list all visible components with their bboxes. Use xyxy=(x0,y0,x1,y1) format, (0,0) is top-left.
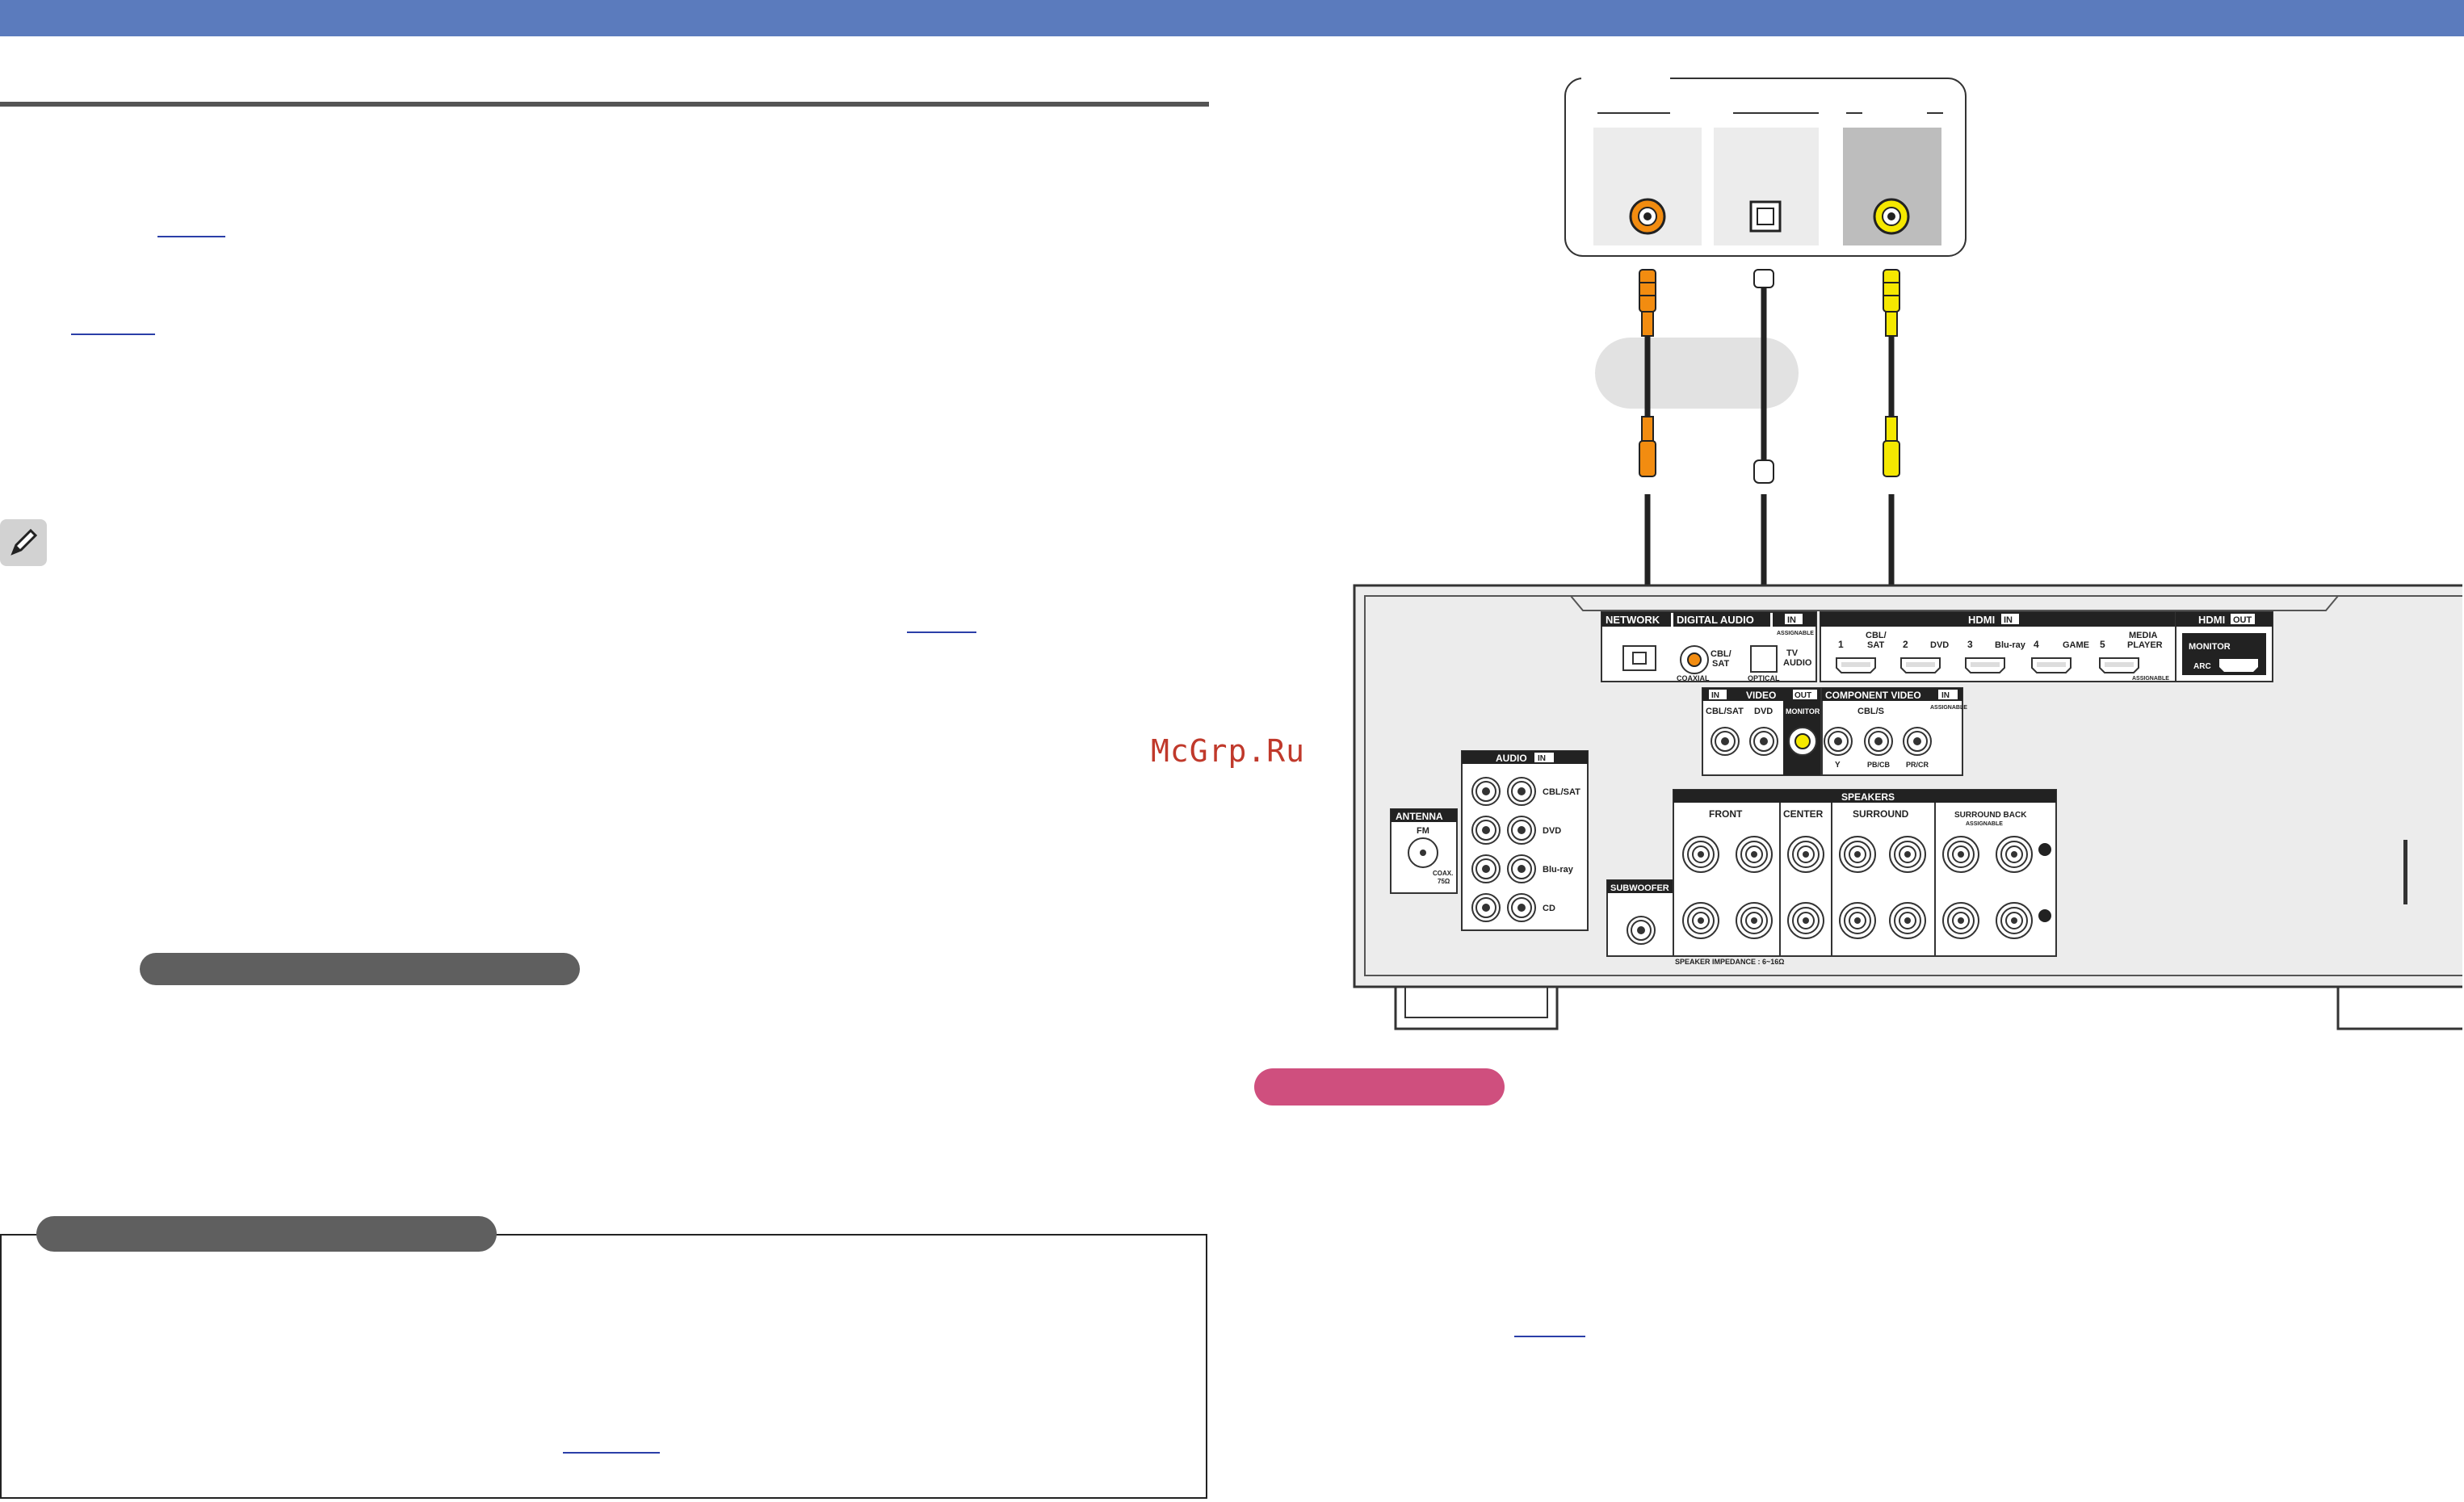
antenna-section: ANTENNA FM COAX. 75Ω xyxy=(1390,808,1458,894)
svg-text:75Ω: 75Ω xyxy=(1438,878,1450,885)
svg-text:IN: IN xyxy=(1538,754,1546,763)
svg-text:SURROUND BACK: SURROUND BACK xyxy=(1954,811,2027,820)
analog-audio-section: AUDIO IN CBL/SAT DVD Blu-ray CD xyxy=(1461,750,1589,931)
svg-text:CD: CD xyxy=(1543,904,1555,913)
svg-text:CBL/: CBL/ xyxy=(1711,649,1732,659)
svg-text:IN: IN xyxy=(1787,615,1796,625)
note-pencil-icon xyxy=(0,519,47,566)
svg-text:FRONT: FRONT xyxy=(1709,808,1743,820)
optical-out-jack xyxy=(1749,200,1782,233)
top-header-bar xyxy=(0,0,2464,36)
connection-diagram: NETWORK DIGITAL AUDIO IN ASSIGNABLE CBL/… xyxy=(1353,73,2462,1030)
svg-text:ASSIGNABLE: ASSIGNABLE xyxy=(1777,631,1814,636)
svg-text:TV: TV xyxy=(1786,648,1799,658)
svg-text:HDMI: HDMI xyxy=(2198,614,2225,626)
digital-audio-label: DIGITAL AUDIO xyxy=(1677,614,1754,626)
svg-text:SUBWOOFER: SUBWOOFER xyxy=(1610,883,1669,893)
svg-text:ASSIGNABLE: ASSIGNABLE xyxy=(1930,705,1967,711)
digital-audio-section: NETWORK DIGITAL AUDIO IN ASSIGNABLE CBL/… xyxy=(1601,611,1817,682)
component-video-section: COMPONENT VIDEO IN ASSIGNABLE CBL/S Y PB… xyxy=(1821,687,1967,776)
video-section: IN VIDEO OUT CBL/SAT DVD MONITOR xyxy=(1702,687,1821,776)
svg-text:CENTER: CENTER xyxy=(1783,808,1824,820)
svg-text:2: 2 xyxy=(1903,639,1908,650)
svg-text:IN: IN xyxy=(1941,691,1950,700)
page-ref-link-4[interactable] xyxy=(563,1452,660,1454)
speakers-section: SPEAKERS FRONT CENTER SURROUND SURROUND … xyxy=(1673,789,2057,966)
svg-text:Y: Y xyxy=(1835,761,1841,770)
source-device xyxy=(1564,73,1967,257)
svg-text:ASSIGNABLE: ASSIGNABLE xyxy=(2132,676,2169,682)
svg-text:SPEAKERS: SPEAKERS xyxy=(1841,791,1895,803)
svg-text:OPTICAL: OPTICAL xyxy=(1748,674,1780,682)
svg-text:1: 1 xyxy=(1838,639,1844,650)
svg-text:COMPONENT VIDEO: COMPONENT VIDEO xyxy=(1825,690,1921,701)
svg-text:CBL/S: CBL/S xyxy=(1857,707,1884,716)
svg-text:Blu-ray: Blu-ray xyxy=(1543,865,1574,875)
subwoofer-section: SUBWOOFER xyxy=(1606,879,1674,957)
page-ref-link-1[interactable] xyxy=(157,236,225,237)
section-rule xyxy=(0,102,1209,107)
svg-text:OUT: OUT xyxy=(2233,615,2252,625)
svg-text:CBL/SAT: CBL/SAT xyxy=(1543,787,1580,797)
page-ref-link-3[interactable] xyxy=(907,631,976,633)
svg-text:ANTENNA: ANTENNA xyxy=(1396,811,1443,822)
svg-text:MEDIA: MEDIA xyxy=(2129,631,2158,640)
svg-text:COAX.: COAX. xyxy=(1433,870,1453,877)
note-heading-pill xyxy=(1254,1068,1505,1106)
svg-text:DVD: DVD xyxy=(1754,707,1773,716)
note-box xyxy=(0,1234,1207,1499)
svg-text:5: 5 xyxy=(2100,639,2105,650)
svg-text:MONITOR: MONITOR xyxy=(1786,707,1820,715)
svg-text:4: 4 xyxy=(2034,639,2039,650)
svg-text:SURROUND: SURROUND xyxy=(1853,808,1909,820)
svg-text:SPEAKER IMPEDANCE : 6~16Ω: SPEAKER IMPEDANCE : 6~16Ω xyxy=(1675,958,1785,966)
page-ref-link-2[interactable] xyxy=(71,334,155,335)
svg-text:VIDEO: VIDEO xyxy=(1746,690,1776,701)
svg-text:3: 3 xyxy=(1967,639,1973,650)
svg-text:FM: FM xyxy=(1417,826,1429,836)
svg-text:DVD: DVD xyxy=(1543,826,1561,836)
hdmi-out-section: HDMI OUT MONITOR ARC xyxy=(2175,611,2273,682)
video-out-jack xyxy=(1873,198,1910,235)
hdmi-in-section: HDMI IN 1 CBL/ SAT 2 DVD 3 Blu-ray 4 GAM… xyxy=(1820,611,2176,682)
svg-text:DVD: DVD xyxy=(1930,640,1949,650)
svg-text:ARC: ARC xyxy=(2193,662,2211,671)
svg-text:ASSIGNABLE: ASSIGNABLE xyxy=(1966,821,2003,827)
svg-text:IN: IN xyxy=(2004,615,2013,625)
svg-text:PB/CB: PB/CB xyxy=(1867,761,1891,769)
svg-text:CBL/SAT: CBL/SAT xyxy=(1706,707,1744,716)
svg-text:MONITOR: MONITOR xyxy=(2189,642,2231,652)
svg-text:AUDIO: AUDIO xyxy=(1783,658,1812,668)
network-label: NETWORK xyxy=(1606,614,1660,626)
cable-label-oval xyxy=(1595,338,1799,409)
svg-text:IN: IN xyxy=(1711,691,1719,700)
svg-text:AUDIO: AUDIO xyxy=(1496,753,1527,764)
svg-text:COAXIAL: COAXIAL xyxy=(1677,674,1710,682)
svg-text:SAT: SAT xyxy=(1712,659,1729,669)
optical-cable xyxy=(1753,269,1774,638)
svg-text:HDMI: HDMI xyxy=(1968,614,1995,626)
page-ref-link-5[interactable] xyxy=(1514,1336,1585,1337)
note-box-heading-bar xyxy=(36,1216,497,1252)
svg-text:CBL/: CBL/ xyxy=(1866,631,1887,640)
svg-text:PR/CR: PR/CR xyxy=(1906,761,1929,769)
svg-text:SAT: SAT xyxy=(1867,640,1884,650)
subsection-heading-bar xyxy=(140,953,580,985)
watermark-text: McGrp.Ru xyxy=(1151,733,1306,769)
svg-text:OUT: OUT xyxy=(1794,691,1811,700)
svg-text:Blu-ray: Blu-ray xyxy=(1995,640,2026,650)
coaxial-out-jack xyxy=(1629,198,1666,235)
svg-text:GAME: GAME xyxy=(2063,640,2089,650)
svg-text:PLAYER: PLAYER xyxy=(2127,640,2163,650)
